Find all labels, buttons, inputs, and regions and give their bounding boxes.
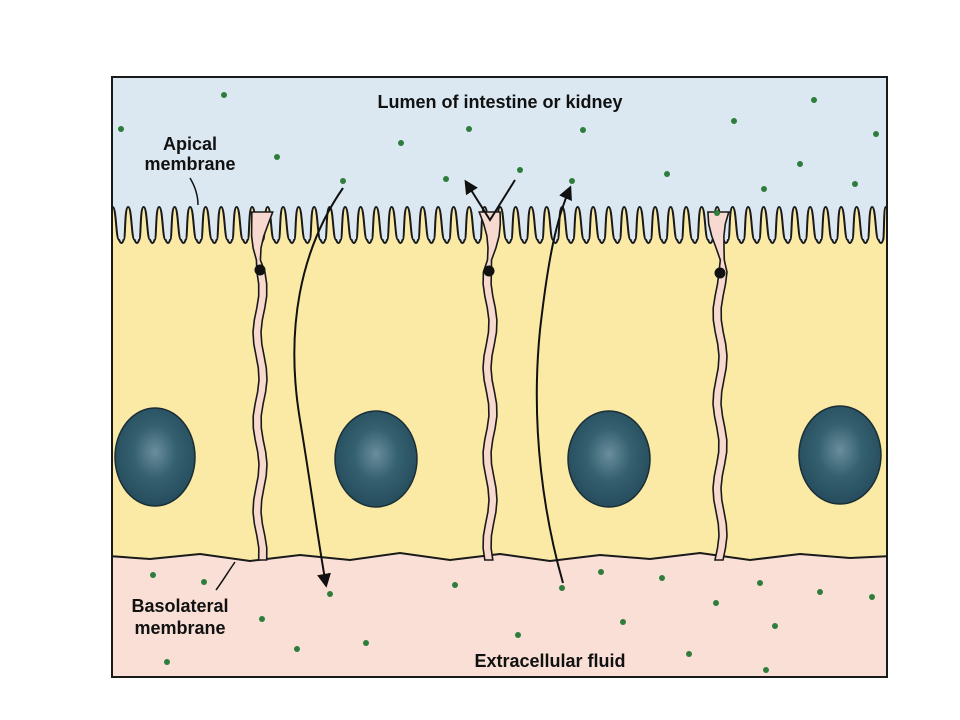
solute-dot bbox=[873, 131, 879, 137]
tight-junction-icon bbox=[714, 267, 726, 279]
solute-dot bbox=[772, 623, 778, 629]
lumen-label: Lumen of intestine or kidney bbox=[377, 92, 622, 112]
intercellular-space bbox=[250, 211, 274, 561]
tight-junction-icon bbox=[254, 264, 266, 276]
solute-dot bbox=[620, 619, 626, 625]
diagram-frame bbox=[111, 76, 888, 678]
solute-dot bbox=[869, 594, 875, 600]
solute-dot bbox=[664, 171, 670, 177]
intercellular-spaces bbox=[250, 211, 730, 561]
basolateral-label-line2: membrane bbox=[134, 618, 225, 638]
nuclei bbox=[114, 405, 882, 508]
solute-dot bbox=[757, 580, 763, 586]
solute-dot bbox=[659, 575, 665, 581]
nucleus bbox=[567, 410, 651, 508]
solute-dot bbox=[852, 181, 858, 187]
nucleus bbox=[334, 410, 418, 508]
intercellular-space bbox=[478, 211, 502, 561]
extracellular-region bbox=[112, 540, 887, 677]
solute-dot bbox=[580, 127, 586, 133]
apical-label-line2: membrane bbox=[144, 154, 235, 174]
solute-dot bbox=[466, 126, 472, 132]
epithelial-cell-layer bbox=[112, 205, 887, 563]
solute-dot bbox=[797, 161, 803, 167]
solute-dot bbox=[559, 585, 565, 591]
solute-dot bbox=[340, 178, 346, 184]
solute-dot bbox=[598, 569, 604, 575]
basolateral-label-line1: Basolateral bbox=[131, 596, 228, 616]
nucleus bbox=[798, 405, 882, 505]
apical-membrane-pointer bbox=[189, 177, 199, 206]
basolateral-membrane-pointer bbox=[215, 561, 236, 591]
solute-dot bbox=[517, 167, 523, 173]
solute-dot bbox=[363, 640, 369, 646]
extracellular-fluid-label: Extracellular fluid bbox=[474, 651, 625, 671]
solute-particles bbox=[118, 92, 879, 673]
solute-dot bbox=[452, 582, 458, 588]
solute-dot bbox=[515, 632, 521, 638]
solute-dot bbox=[201, 579, 207, 585]
solute-dot bbox=[259, 616, 265, 622]
solute-dot bbox=[713, 600, 719, 606]
solute-dot bbox=[294, 646, 300, 652]
solute-dot bbox=[761, 186, 767, 192]
solute-dot bbox=[817, 589, 823, 595]
solute-dot bbox=[118, 126, 124, 132]
transcellular-absorption-arrow bbox=[293, 187, 344, 588]
transport-arrows bbox=[293, 179, 572, 588]
solute-dot bbox=[150, 572, 156, 578]
solute-dot bbox=[398, 140, 404, 146]
apical-label-line1: Apical bbox=[163, 134, 217, 154]
solute-dot bbox=[731, 118, 737, 124]
solute-dot bbox=[811, 97, 817, 103]
solute-dot bbox=[686, 651, 692, 657]
solute-dot bbox=[164, 659, 170, 665]
solute-dot bbox=[274, 154, 280, 160]
tight-junction-icon bbox=[483, 265, 495, 277]
transcellular-secretion-arrow bbox=[535, 185, 572, 584]
solute-dot bbox=[569, 178, 575, 184]
solute-dot bbox=[327, 591, 333, 597]
paracellular-bounce-arrow bbox=[464, 179, 516, 222]
solute-dot bbox=[763, 667, 769, 673]
solute-dot bbox=[221, 92, 227, 98]
solute-dot bbox=[714, 210, 720, 216]
tight-junctions bbox=[254, 264, 726, 279]
solute-dot bbox=[443, 176, 449, 182]
nucleus bbox=[114, 407, 196, 507]
intercellular-space bbox=[707, 211, 730, 561]
